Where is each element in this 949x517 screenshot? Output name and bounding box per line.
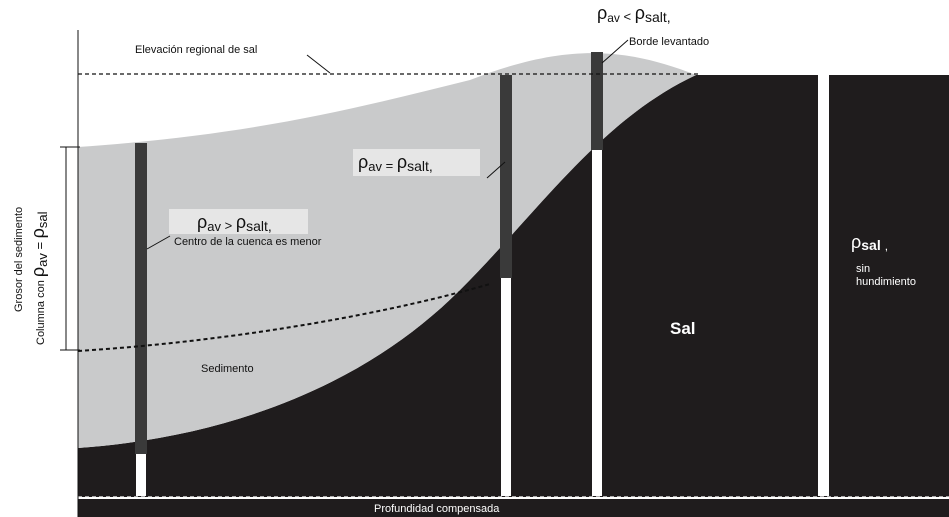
mid-column xyxy=(500,75,512,278)
compensated-depth-label: Profundidad compensada xyxy=(374,503,500,515)
edge-column xyxy=(591,52,603,150)
basin-column xyxy=(135,143,147,454)
mid-formula-box xyxy=(353,149,480,176)
salt-density: ρsal, xyxy=(851,232,888,253)
no-subsidence-line2: hundimiento xyxy=(856,276,916,288)
edge-caption: Borde levantado xyxy=(629,36,709,48)
sediment-body xyxy=(78,53,696,449)
mid-column-salt-part xyxy=(501,278,511,496)
salt-label: Sal xyxy=(670,319,696,338)
edge-leader xyxy=(601,39,629,64)
salt-column xyxy=(818,75,829,496)
sediment-label: Sedimento xyxy=(201,363,254,375)
basin-column-salt-part xyxy=(136,454,146,496)
salt-body xyxy=(78,75,949,497)
edge-formula: ρav < ρsalt, xyxy=(597,3,671,25)
no-subsidence-line1: sin xyxy=(856,263,870,275)
elevation-leader xyxy=(306,54,331,74)
basin-formula: ρav > ρsalt, xyxy=(197,212,272,234)
basin-caption: Centro de la cuenca es menor xyxy=(174,236,322,248)
mid-formula: ρav = ρsalt, xyxy=(358,152,433,174)
bottom-strip xyxy=(78,499,949,517)
original-salt-surface xyxy=(77,283,491,352)
basin-formula-box xyxy=(169,209,308,234)
regional-elevation-label: Elevación regional de sal xyxy=(135,44,257,56)
edge-column-salt-part xyxy=(592,150,602,496)
mid-leader xyxy=(486,161,506,179)
y-axis-label-line2: Columna con ρav = ρsal xyxy=(28,211,50,345)
basin-leader xyxy=(146,235,171,250)
y-axis-label-line1: Grosor del sedimento xyxy=(13,207,25,312)
